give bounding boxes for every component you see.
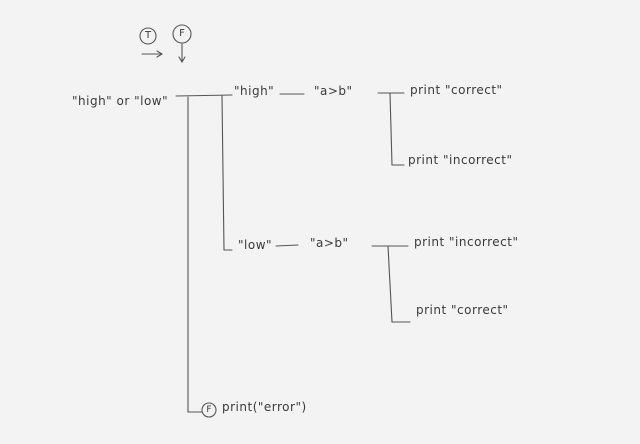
high-false-node: print "incorrect": [408, 153, 513, 167]
high-split-trunk: [389, 92, 405, 166]
low-to-cond-dash: [275, 244, 299, 247]
high-true-node: print "correct": [410, 83, 503, 97]
error-trunk: [187, 96, 203, 413]
error-false-letter: F: [206, 405, 212, 415]
false-legend-letter: F: [179, 28, 185, 39]
cond-high-node: "a>b": [314, 84, 353, 98]
false-legend-circle: [172, 24, 192, 44]
low-split-trunk: [387, 245, 411, 323]
branch-low-node: "low": [238, 238, 273, 252]
root-connector: [175, 94, 233, 97]
error-false-circle: [201, 402, 217, 418]
low-trunk: [221, 95, 233, 251]
true-legend-letter: T: [144, 30, 152, 41]
false-legend-arrow: [178, 43, 186, 64]
true-legend-circle: [139, 27, 157, 45]
true-legend-arrow: [141, 50, 164, 58]
low-false-node: print "correct": [416, 303, 509, 317]
error-node: print("error"): [222, 400, 307, 414]
root-node: "high" or "low": [72, 94, 169, 108]
low-true-node: print "incorrect": [414, 235, 519, 249]
cond-low-node: "a>b": [310, 236, 349, 250]
branch-high-node: "high": [234, 84, 275, 98]
